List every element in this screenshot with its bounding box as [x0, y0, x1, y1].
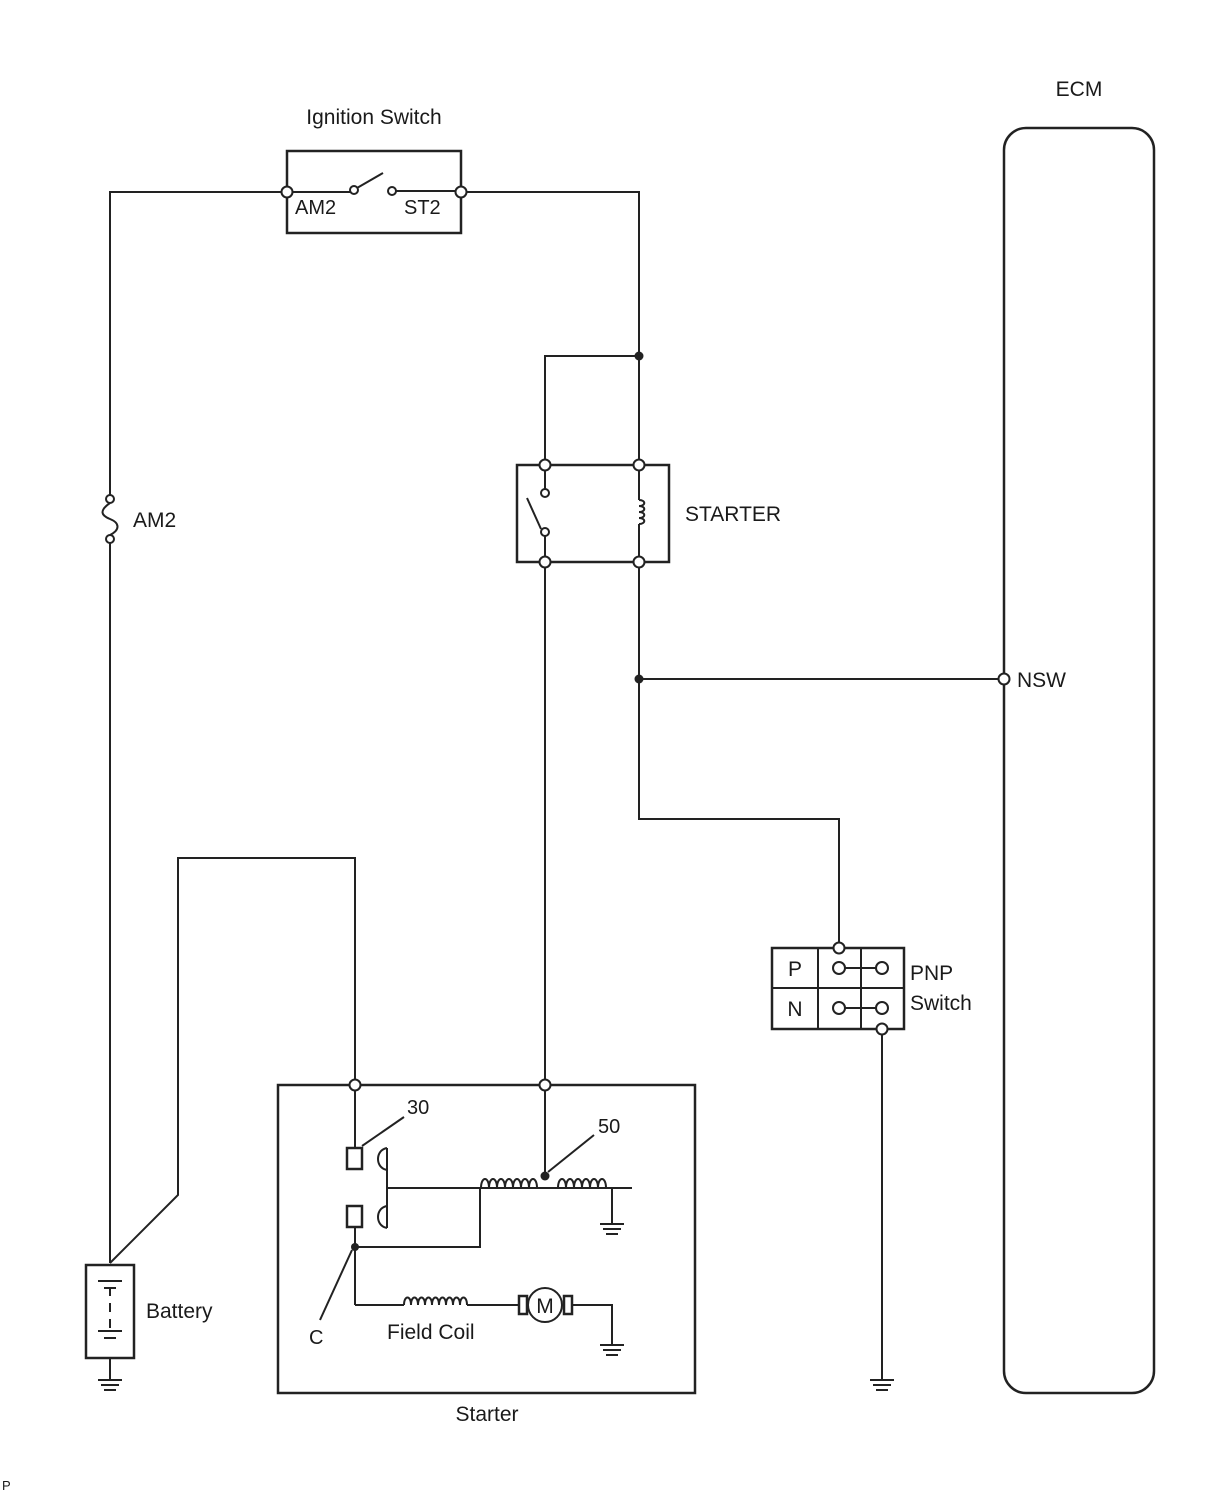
- terminal-30-point: [348, 1078, 362, 1092]
- pnp-switch: P N: [770, 941, 906, 1036]
- starter-relay-label: STARTER: [685, 503, 781, 526]
- starter-label: Starter: [455, 1403, 518, 1426]
- nsw-terminal: [997, 672, 1011, 686]
- terminal-50-point: [538, 1078, 552, 1092]
- pnp-label-line1: PNP: [910, 962, 953, 985]
- fuse-am2-label: AM2: [133, 509, 176, 532]
- pnp-n-label: N: [787, 998, 802, 1021]
- coil-icon: [480, 1178, 538, 1189]
- coil-icon: [403, 1296, 468, 1306]
- starter-unit: 30 C 50 Field Coil: [276, 1078, 697, 1395]
- am2-terminal: [280, 185, 294, 199]
- ecm-label: ECM: [1056, 78, 1103, 101]
- starter-relay: [515, 458, 671, 569]
- terminal-50-label: 50: [598, 1116, 620, 1138]
- ground-symbol-icon: [600, 1223, 624, 1235]
- ignition-switch-label: Ignition Switch: [306, 106, 441, 129]
- field-coil-label: Field Coil: [387, 1321, 475, 1344]
- ground-symbol-icon: [870, 1379, 894, 1391]
- pnp-p-label: P: [788, 958, 802, 981]
- coil-icon: [557, 1178, 607, 1189]
- pnp-label-line2: Switch: [910, 992, 972, 1015]
- terminal-30-label: 30: [407, 1097, 429, 1119]
- st2-terminal-label: ST2: [404, 197, 441, 219]
- ignition-switch: Ignition Switch AM2 ST2: [280, 106, 468, 235]
- battery-icon: [84, 1263, 136, 1360]
- ecm-unit: ECM NSW: [997, 78, 1156, 1395]
- coil-icon: [638, 499, 646, 525]
- nsw-label: NSW: [1017, 669, 1066, 692]
- battery-label: Battery: [146, 1300, 213, 1323]
- corner-mark: P: [2, 1478, 11, 1493]
- am2-terminal-label: AM2: [295, 197, 336, 219]
- ground-symbol-icon: [600, 1344, 624, 1356]
- fuse-icon: [101, 494, 119, 544]
- terminal-c-label: C: [309, 1327, 323, 1349]
- motor-label: M: [536, 1295, 554, 1318]
- motor-icon: M: [517, 1287, 574, 1323]
- ground-symbol-icon: [98, 1379, 122, 1391]
- st2-terminal: [454, 185, 468, 199]
